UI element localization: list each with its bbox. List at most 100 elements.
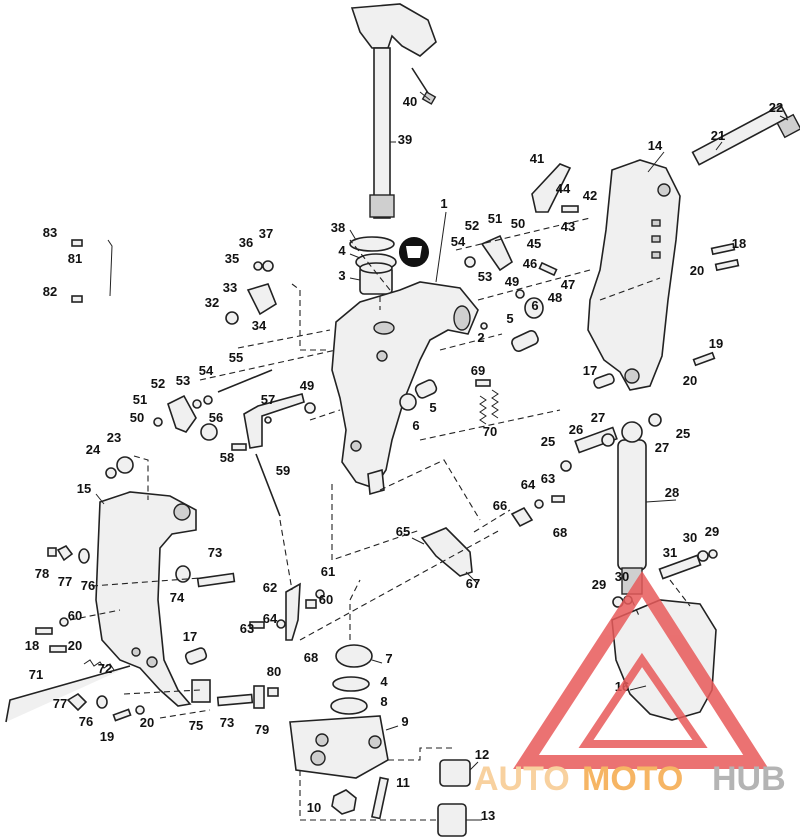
callout-75: 75 [189,718,203,733]
callout-54: 54 [451,234,466,249]
callout-22: 22 [769,100,783,115]
callout-71: 71 [29,667,43,682]
callout-4: 4 [380,674,388,689]
assembly-lines [69,217,691,821]
callout-3: 3 [338,268,345,283]
grease-icon [399,237,429,267]
callout-62: 62 [263,580,277,595]
callout-83: 83 [43,225,57,240]
callout-17: 17 [183,629,197,644]
pin-17-right [593,373,615,389]
callout-5: 5 [429,400,436,415]
callout-69: 69 [471,363,485,378]
callout-6: 6 [412,418,419,433]
callout-35: 35 [225,251,239,266]
callout-70: 70 [483,424,497,439]
callout-29: 29 [592,577,606,592]
clamp-bracket-left [95,491,197,707]
spring-70b [491,389,499,419]
callout-9: 9 [401,714,408,729]
callout-80: 80 [267,664,281,679]
bolt-73-bottom [216,693,254,707]
callout-15: 15 [77,481,91,496]
callout-53: 53 [478,269,492,284]
callout-25: 25 [676,426,690,441]
steering-stack [289,644,389,779]
callout-50: 50 [130,410,144,425]
callout-27: 27 [655,440,669,455]
callout-5: 5 [506,311,513,326]
callout-28: 28 [665,485,679,500]
pin-31 [658,554,702,580]
callout-63: 63 [541,471,555,486]
callout-59: 59 [276,463,290,478]
callout-78: 78 [35,566,49,581]
callout-82: 82 [43,284,57,299]
cover-65 [420,527,473,577]
callout-31: 31 [663,545,677,560]
callout-26: 26 [569,422,583,437]
callout-2: 2 [477,330,484,345]
callout-51: 51 [133,392,147,407]
callout-47: 47 [561,277,575,292]
callout-48: 48 [548,290,562,305]
callout-64: 64 [263,611,278,626]
callout-77: 77 [53,696,67,711]
tilt-tube [691,104,800,166]
callout-25: 25 [541,434,555,449]
steering-tube [350,3,437,219]
plate-52-left [167,394,197,433]
callout-73: 73 [208,545,222,560]
small-fasteners [35,163,740,722]
bolt-73-top [196,572,236,588]
watermark-hub: HUB [712,760,786,798]
bushing-23 [116,456,134,474]
callout-21: 21 [711,128,725,143]
callout-68: 68 [304,650,318,665]
callout-20: 20 [683,373,697,388]
bolt-40 [411,67,437,105]
watermark-logo: AUTO MOTO HUB [474,571,786,798]
callout-53: 53 [176,373,190,388]
rod-55 [217,369,273,393]
callout-66: 66 [493,498,507,513]
callout-17: 17 [583,363,597,378]
callout-61: 61 [321,564,335,579]
callout-51: 51 [488,211,502,226]
callout-57: 57 [261,392,275,407]
spring-70 [479,395,487,425]
watermark-triangle-inner [578,652,708,748]
parts-layer [5,3,800,837]
callout-20: 20 [690,263,704,278]
callout-52: 52 [151,376,165,391]
callout-20: 20 [68,638,82,653]
watermark-triangle-outer [513,571,769,769]
callout-30: 30 [683,530,697,545]
callout-38: 38 [331,220,345,235]
lever-57 [243,393,305,449]
callout-7: 7 [385,651,392,666]
callout-54: 54 [199,363,214,378]
swivel-bracket [331,281,479,496]
callout-65: 65 [396,524,410,539]
callout-76: 76 [79,714,93,729]
callout-12: 12 [475,747,489,762]
callout-1: 1 [440,196,447,211]
plate-79 [253,685,265,709]
callout-36: 36 [239,235,253,250]
callout-73: 73 [220,715,234,730]
callout-32: 32 [205,295,219,310]
callout-23: 23 [107,430,121,445]
callout-29: 29 [705,524,719,539]
link-59 [255,453,281,517]
watermark-auto: AUTO [474,760,570,798]
leader-lines [95,91,789,821]
callout-39: 39 [398,132,412,147]
callout-34: 34 [252,318,267,333]
callout-8: 8 [380,694,387,709]
callout-77: 77 [58,574,72,589]
callout-20: 20 [140,715,154,730]
callout-42: 42 [583,188,597,203]
callout-55: 55 [229,350,243,365]
